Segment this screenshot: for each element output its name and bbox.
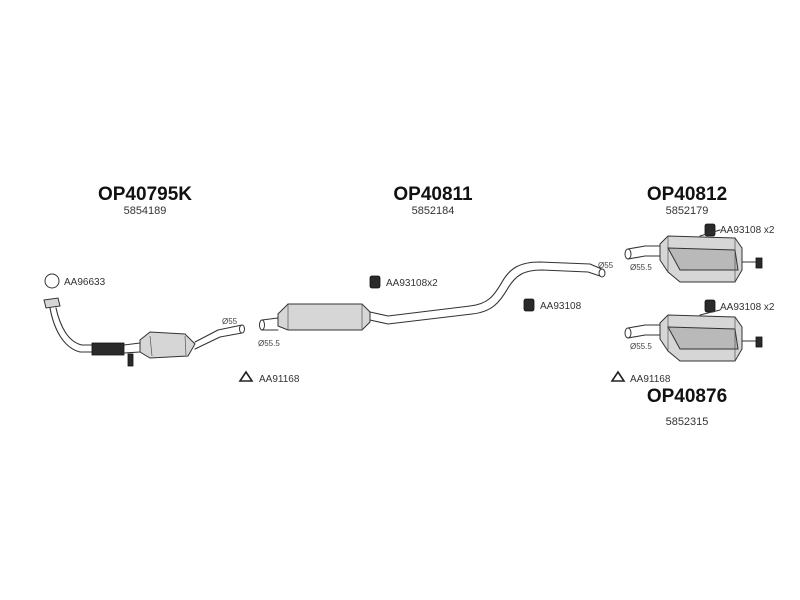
- rubber-mount-icon: [704, 223, 716, 237]
- assembly-ref-front: 5854189: [124, 205, 167, 217]
- assembly-ref-rear-alt: 5852315: [666, 416, 709, 428]
- dim-label-mid-outlet: Ø55: [598, 261, 614, 270]
- clamp-icon: [610, 370, 626, 382]
- assembly-code-middle: OP40811: [393, 184, 473, 205]
- rubber-mount-icon: [369, 275, 381, 289]
- rubber-mount-icon: [523, 298, 535, 312]
- part-label-gasket: AA96633: [64, 277, 106, 288]
- assembly-code-front: OP40795K: [98, 184, 192, 205]
- dim-label-mid-inlet: Ø55.5: [258, 339, 280, 348]
- gasket-ring-icon: [44, 273, 60, 289]
- manifold-flange-icon: [43, 297, 61, 309]
- part-label-clamp-rear: AA91168: [630, 374, 671, 385]
- part-label-mount-box2: AA93108 x2: [720, 302, 775, 313]
- rubber-mount-icon: [704, 299, 716, 313]
- assembly-code-rear: OP40812: [647, 184, 727, 205]
- part-label-mount-rear: AA93108: [540, 301, 582, 312]
- dim-label-box1: Ø55.5: [630, 263, 652, 272]
- part-label-mount-box1: AA93108 x2: [720, 225, 775, 236]
- assembly-ref-middle: 5852184: [412, 205, 455, 217]
- middle-silencer-icon: [277, 303, 371, 331]
- middle-pipe-section: Ø55.5 Ø55 AA93108x2 AA93108: [258, 261, 614, 348]
- assembly-ref-rear: 5852179: [666, 205, 709, 217]
- part-label-clamp-front: AA91168: [259, 374, 300, 385]
- flex-pipe-icon: [91, 342, 125, 356]
- rear-silencer-top: AA93108 x2 Ø55.5: [624, 223, 775, 283]
- catalytic-converter-icon: [139, 331, 196, 359]
- dim-label-cat-outlet: Ø55: [222, 317, 238, 326]
- rear-silencer-bottom: AA93108 x2 Ø55.5 AA91168: [610, 299, 775, 385]
- dim-label-box2: Ø55.5: [630, 342, 652, 351]
- assembly-code-rear-alt: OP40876: [647, 386, 727, 407]
- front-pipe-section: AA96633 Ø55 AA91168: [43, 273, 300, 385]
- part-label-mount-mid: AA93108x2: [386, 278, 438, 289]
- clamp-icon: [238, 370, 254, 382]
